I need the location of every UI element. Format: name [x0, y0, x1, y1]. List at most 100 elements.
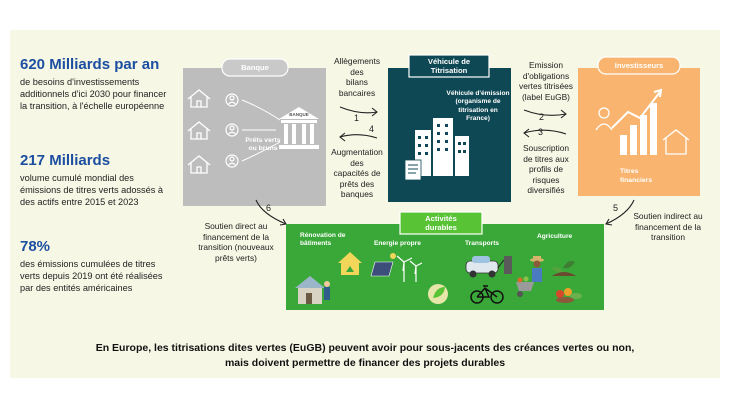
loans-label: Prêts verts ou bruns	[237, 137, 289, 153]
stat-line: additionnels d'ici 2030 pour financer	[20, 89, 167, 99]
loans-label-line: ou bruns	[248, 145, 278, 152]
wind-turbine-icon	[396, 255, 423, 282]
vehicule-description: Véhicule d'émission (organisme de titris…	[446, 90, 510, 124]
flow-3-number: 3	[538, 127, 544, 137]
bicycle-icon	[470, 285, 504, 304]
stat-block-2: 217 Milliards volume cumulé mondial des …	[20, 152, 190, 208]
stat-line: des émissions cumulées de titres	[20, 259, 156, 269]
person-icon	[225, 93, 239, 107]
stat-value: 78%	[20, 238, 51, 255]
vehicule-desc-line: titrisation en	[458, 106, 498, 114]
flow-4-label: Augmentation des capacités de prêts des …	[326, 147, 388, 200]
flow-label-line: prêts verts)	[215, 252, 257, 263]
worker-house-icon	[295, 276, 330, 304]
activites-header	[399, 211, 483, 235]
stat-line: verts depuis 2019 ont été réalisées	[20, 271, 163, 281]
renovation-house-icon	[338, 252, 362, 275]
stat-line: des actifs entre 2015 et 2023	[20, 197, 139, 207]
arrow-3	[523, 128, 567, 138]
vehicule-desc-line: France)	[466, 115, 490, 123]
window-grid	[418, 124, 466, 155]
sector-agriculture: Agriculture	[537, 233, 573, 240]
flow-3-label: Souscription de titres aux profils de ri…	[512, 143, 580, 196]
flow-label-line: des	[350, 157, 364, 168]
flow-label-line: vertes titrisées	[519, 81, 573, 91]
titres-line: financiers	[620, 176, 653, 184]
stat-value: 620 Milliards par an	[20, 56, 160, 73]
stat-line: émissions de titres verts adossés à	[20, 185, 163, 195]
person-icon	[225, 123, 239, 137]
stat-block-3: 78% des émissions cumulées de titres ver…	[20, 238, 190, 294]
flow-label-line: profils de	[529, 164, 563, 174]
vehicule-desc-line: (organisme de	[455, 98, 501, 106]
vehicule-header-line: Véhicule de	[427, 57, 471, 66]
flow-1-number: 1	[354, 113, 360, 123]
sector-renovation: Rénovation de bâtiments	[300, 232, 345, 248]
vehicule-desc-line: Véhicule d'émission	[446, 90, 510, 97]
flow-label-line: financement de la	[202, 231, 270, 242]
flow-label-line: financement de la	[634, 221, 702, 232]
flow-label-line: Emission	[529, 60, 563, 70]
flow-label-line: transition (nouveaux	[198, 242, 274, 252]
flow-label-line: prêts des	[339, 178, 375, 189]
flow-6-number: 6	[266, 203, 272, 213]
flow-label-line: capacités de	[333, 168, 381, 178]
titres-line: Titres	[620, 168, 639, 175]
electric-car-icon	[465, 256, 512, 278]
flow-label-line: transition	[651, 232, 685, 242]
investisseurs-box	[578, 68, 700, 196]
sector-energie: Energie propre	[374, 240, 421, 247]
bank-building-icon	[279, 107, 319, 149]
document-icon	[404, 159, 422, 181]
flow-label-line: risques	[532, 174, 560, 185]
flow-4-number: 4	[369, 124, 375, 134]
investisseurs-header-pill	[597, 56, 681, 75]
sector-label-line: bâtiments	[300, 240, 332, 247]
stat-block-1: 620 Milliards par an de besoins d'invest…	[20, 56, 190, 112]
flow-6-label: Soutien direct au financement de la tran…	[191, 221, 281, 263]
stat-line: de besoins d'investissements	[20, 77, 140, 87]
activites-header-line: durables	[425, 223, 457, 232]
flow-label-line: (label EuGB)	[522, 91, 570, 102]
sector-transports: Transports	[465, 240, 500, 247]
solar-panel-icon	[370, 253, 396, 277]
arrow-2	[523, 109, 567, 119]
flow-label-line: banques	[340, 189, 374, 199]
vehicule-header	[408, 54, 490, 78]
vehicule-header-line: Titrisation	[430, 66, 468, 75]
house-icon	[187, 89, 211, 108]
investisseurs-header-label: Investisseurs	[614, 61, 664, 70]
banque-header-label: Banque	[241, 63, 269, 72]
eco-energy-icon	[428, 284, 448, 304]
flow-label-line: d'obligations	[522, 70, 570, 81]
bank-building-label: BANQUE	[289, 112, 309, 117]
vehicule-header-label: Véhicule de Titrisation	[409, 57, 489, 75]
flow-1-label: Allègements des bilans bancaires	[328, 56, 386, 98]
flow-label-line: Soutien indirect au	[633, 211, 703, 221]
flow-5-label: Soutien indirect au financement de la tr…	[624, 211, 712, 243]
flow-label-line: Souscription	[522, 143, 570, 153]
activites-header-label: Activités durables	[400, 214, 482, 232]
stat-line: la transition, à l'échelle européenne	[20, 101, 165, 111]
arrow-5	[605, 199, 635, 226]
flow-label-line: diversifiés	[527, 185, 565, 195]
arrow-4	[339, 132, 378, 142]
house-icon	[187, 121, 211, 140]
house-icon	[662, 129, 690, 155]
sector-label-line: Rénovation de	[300, 232, 346, 239]
investor-person-icon	[595, 107, 613, 131]
stat-line: volume cumulé mondial des	[20, 173, 134, 183]
stat-line: par des entités américaines	[20, 283, 133, 293]
arrow-1	[339, 106, 378, 117]
stat-value: 217 Milliards	[20, 152, 111, 169]
person-icon	[225, 154, 239, 168]
flow-2-label: Emission d'obligations vertes titrisées …	[512, 60, 580, 102]
titres-financiers-label: Titres financiers	[620, 168, 680, 185]
flow-label-line: de titres aux	[523, 153, 569, 164]
activites-header-line: Activités	[425, 214, 457, 223]
wheelbarrow-icon	[516, 276, 534, 297]
flow-label-line: Allègements	[333, 56, 381, 66]
house-icon	[187, 155, 211, 174]
flow-label-line: bilans	[346, 77, 368, 87]
